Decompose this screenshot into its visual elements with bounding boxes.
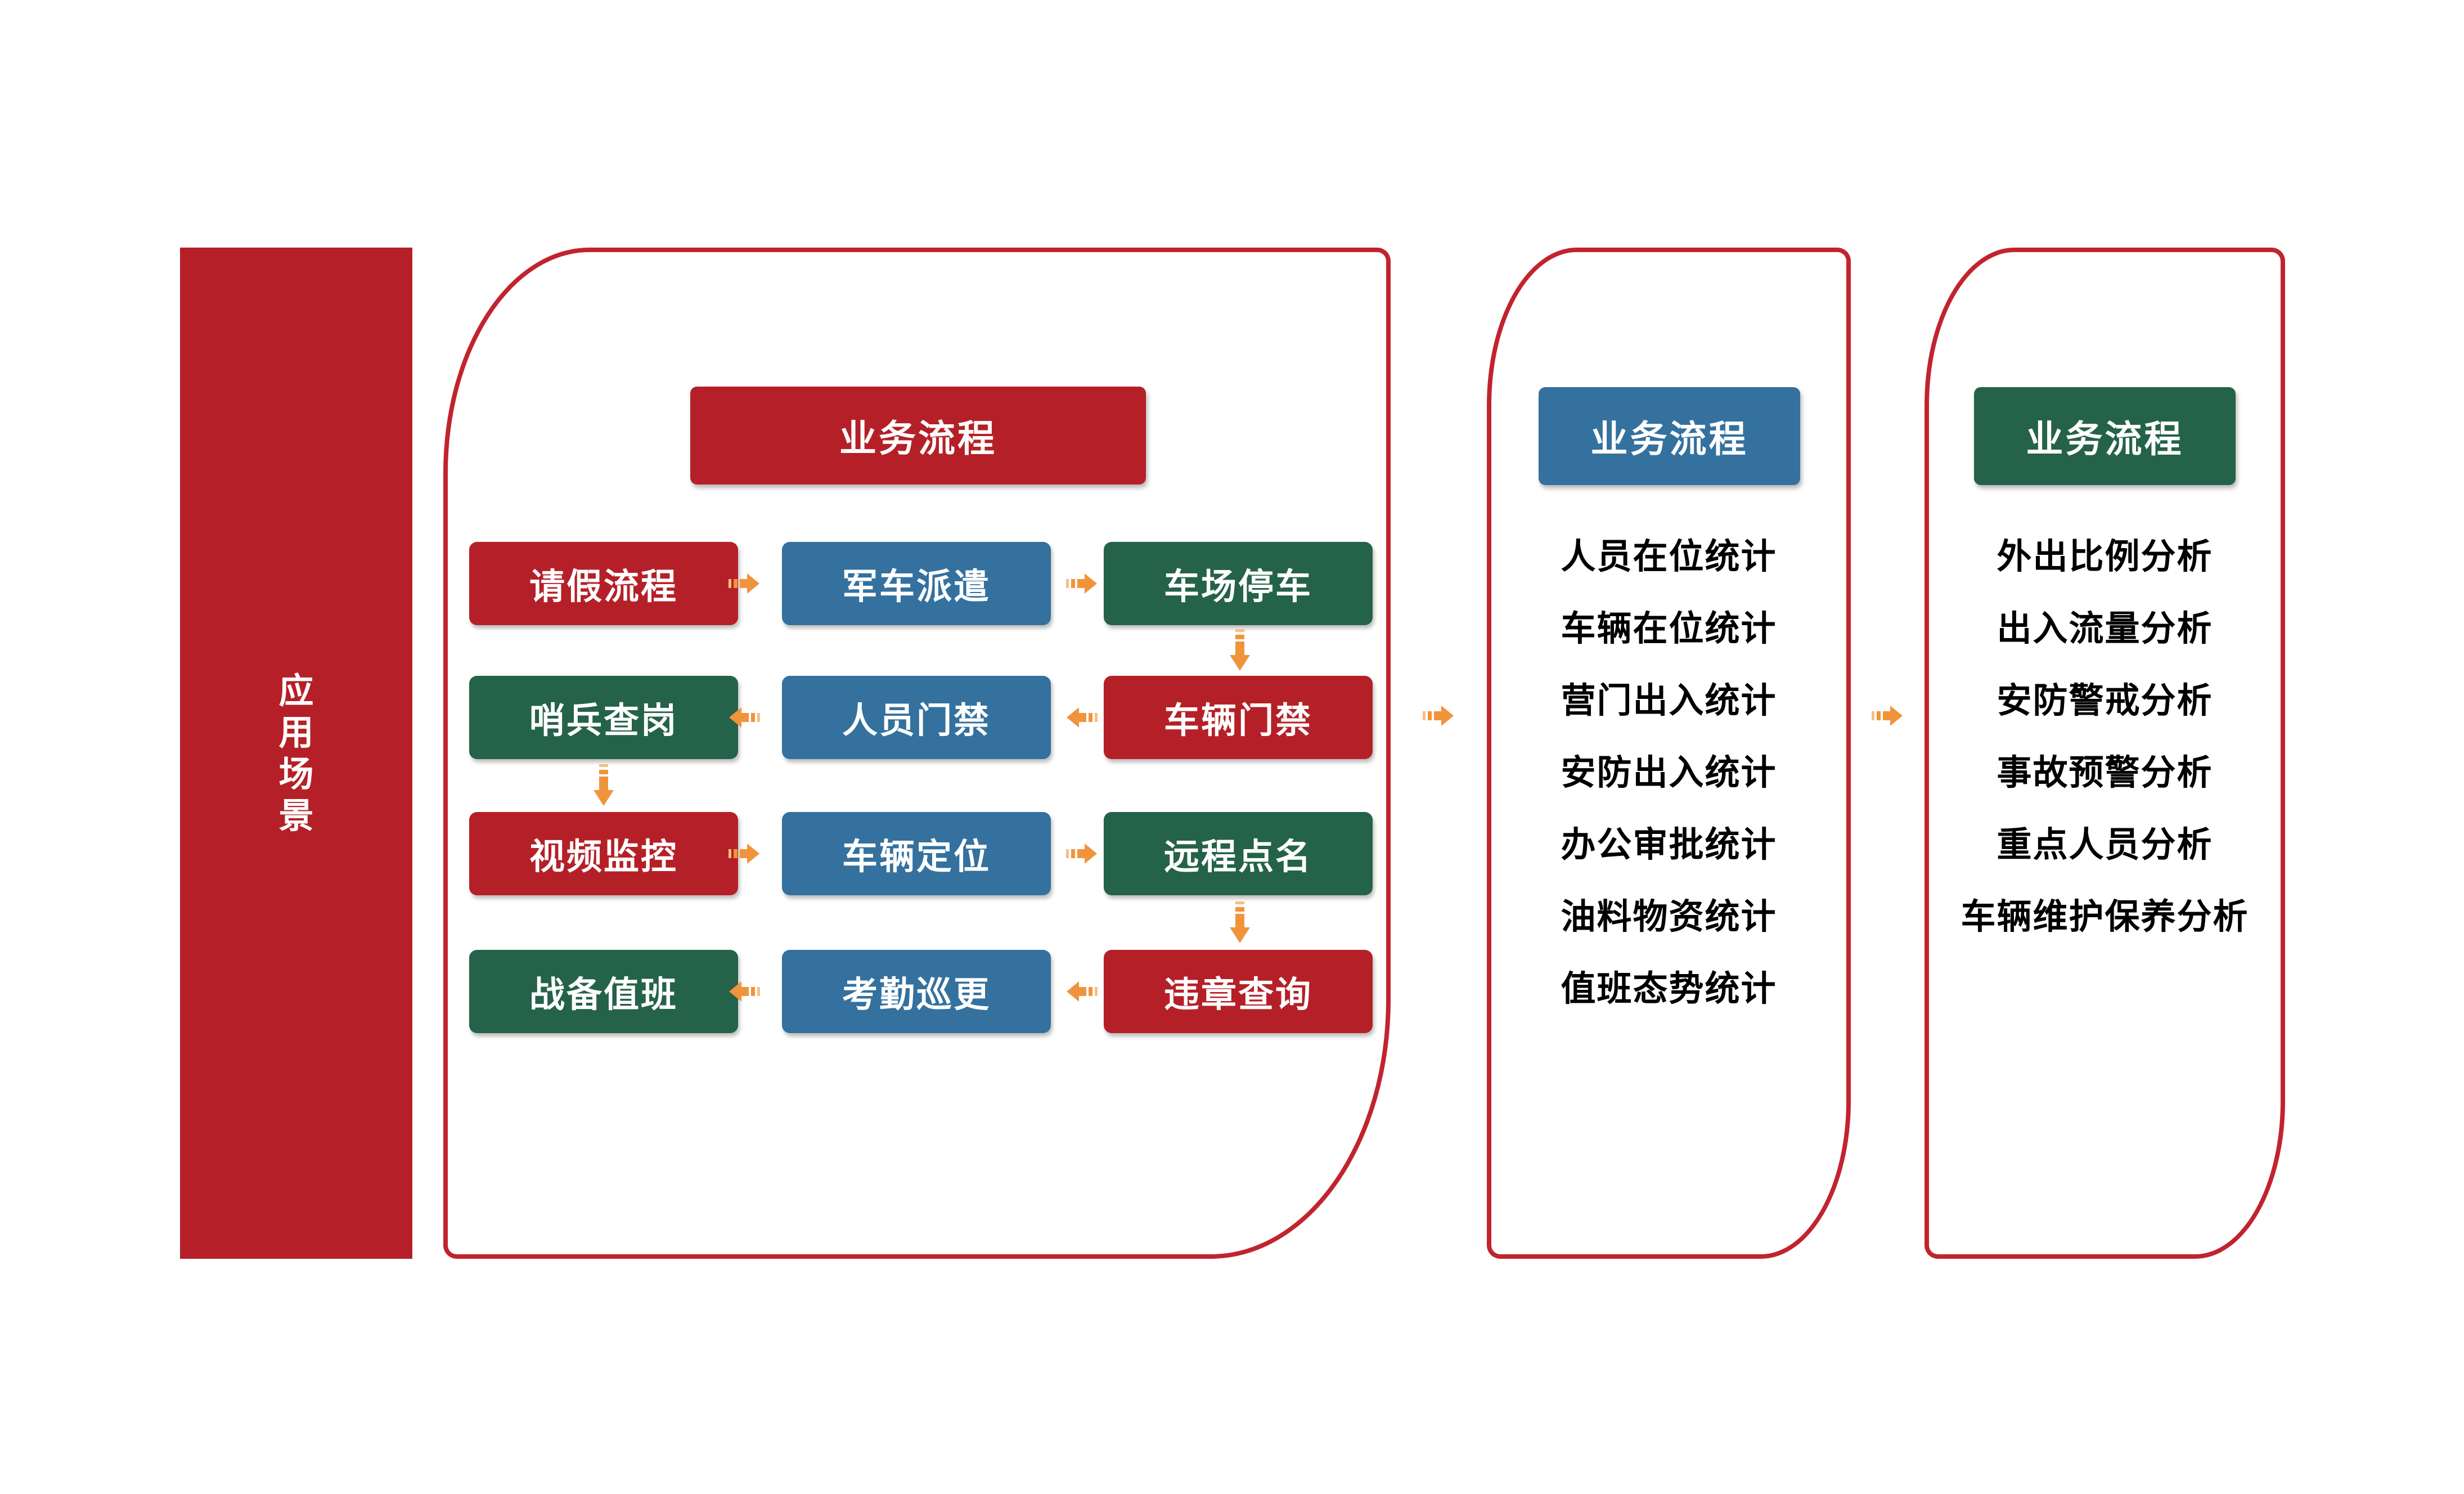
flow-box-vehicle-access: 车辆门禁 [1104, 676, 1373, 759]
analysis-item: 事故预警分析 [1997, 752, 2213, 793]
arrow-right-icon [1872, 706, 1903, 726]
flow-box-person-access: 人员门禁 [782, 676, 1051, 759]
statistics-item: 安防出入统计 [1561, 752, 1777, 793]
arrow-left-icon [729, 707, 760, 728]
statistics-list: 人员在位统计 车辆在位统计 营门出入统计 安防出入统计 办公审批统计 油料物资统… [1491, 521, 1846, 1025]
statistics-item: 人员在位统计 [1561, 536, 1777, 577]
flow-box-sentry-check: 哨兵查岗 [469, 676, 738, 759]
flow-box-leave-process: 请假流程 [469, 542, 738, 625]
banner-char: 应 [278, 670, 314, 711]
arrow-right-icon [1066, 573, 1097, 594]
analysis-list: 外出比例分析 出入流量分析 安防警戒分析 事故预警分析 重点人员分析 车辆维护保… [1929, 521, 2281, 953]
banner-char: 用 [278, 711, 314, 753]
banner-char: 景 [278, 795, 314, 836]
statistics-item: 车辆在位统计 [1561, 608, 1777, 649]
flow-box-remote-rollcall: 远程点名 [1104, 812, 1373, 895]
analysis-panel-header: 业务流程 [1974, 387, 2236, 485]
arrow-right-icon [1423, 706, 1454, 726]
flow-box-lot-parking: 车场停车 [1104, 542, 1373, 625]
flow-box-video-monitor: 视频监控 [469, 812, 738, 895]
arrow-right-icon [1066, 844, 1097, 864]
analysis-item: 外出比例分析 [1997, 536, 2213, 577]
statistics-panel-header: 业务流程 [1539, 387, 1800, 485]
arrow-right-icon [729, 573, 759, 594]
flow-box-vehicle-locate: 车辆定位 [782, 812, 1051, 895]
banner-char: 场 [278, 753, 314, 795]
flow-box-combat-duty: 战备值班 [469, 950, 738, 1033]
arrow-right-icon [729, 844, 759, 864]
arrow-down-icon [1230, 629, 1250, 671]
arrow-down-icon [593, 764, 614, 806]
analysis-item: 出入流量分析 [1997, 608, 2213, 649]
statistics-item: 办公审批统计 [1561, 824, 1777, 865]
arrow-left-icon [729, 981, 760, 1002]
analysis-item: 车辆维护保养分析 [1961, 896, 2249, 937]
arrow-down-icon [1230, 901, 1250, 943]
statistics-item: 值班态势统计 [1561, 968, 1777, 1009]
flow-box-violation-query: 违章查询 [1104, 950, 1373, 1033]
analysis-item: 安防警戒分析 [1997, 680, 2213, 721]
flow-box-vehicle-dispatch: 军车派遣 [782, 542, 1051, 625]
flow-box-attendance-patrol: 考勤巡更 [782, 950, 1051, 1033]
statistics-item: 营门出入统计 [1561, 680, 1777, 721]
arrow-left-icon [1067, 981, 1098, 1002]
analysis-item: 重点人员分析 [1997, 824, 2213, 865]
scenario-banner: 应 用 场 景 [180, 248, 412, 1259]
flow-panel-header: 业务流程 [690, 387, 1146, 484]
statistics-item: 油料物资统计 [1561, 896, 1777, 937]
arrow-left-icon [1067, 707, 1098, 728]
